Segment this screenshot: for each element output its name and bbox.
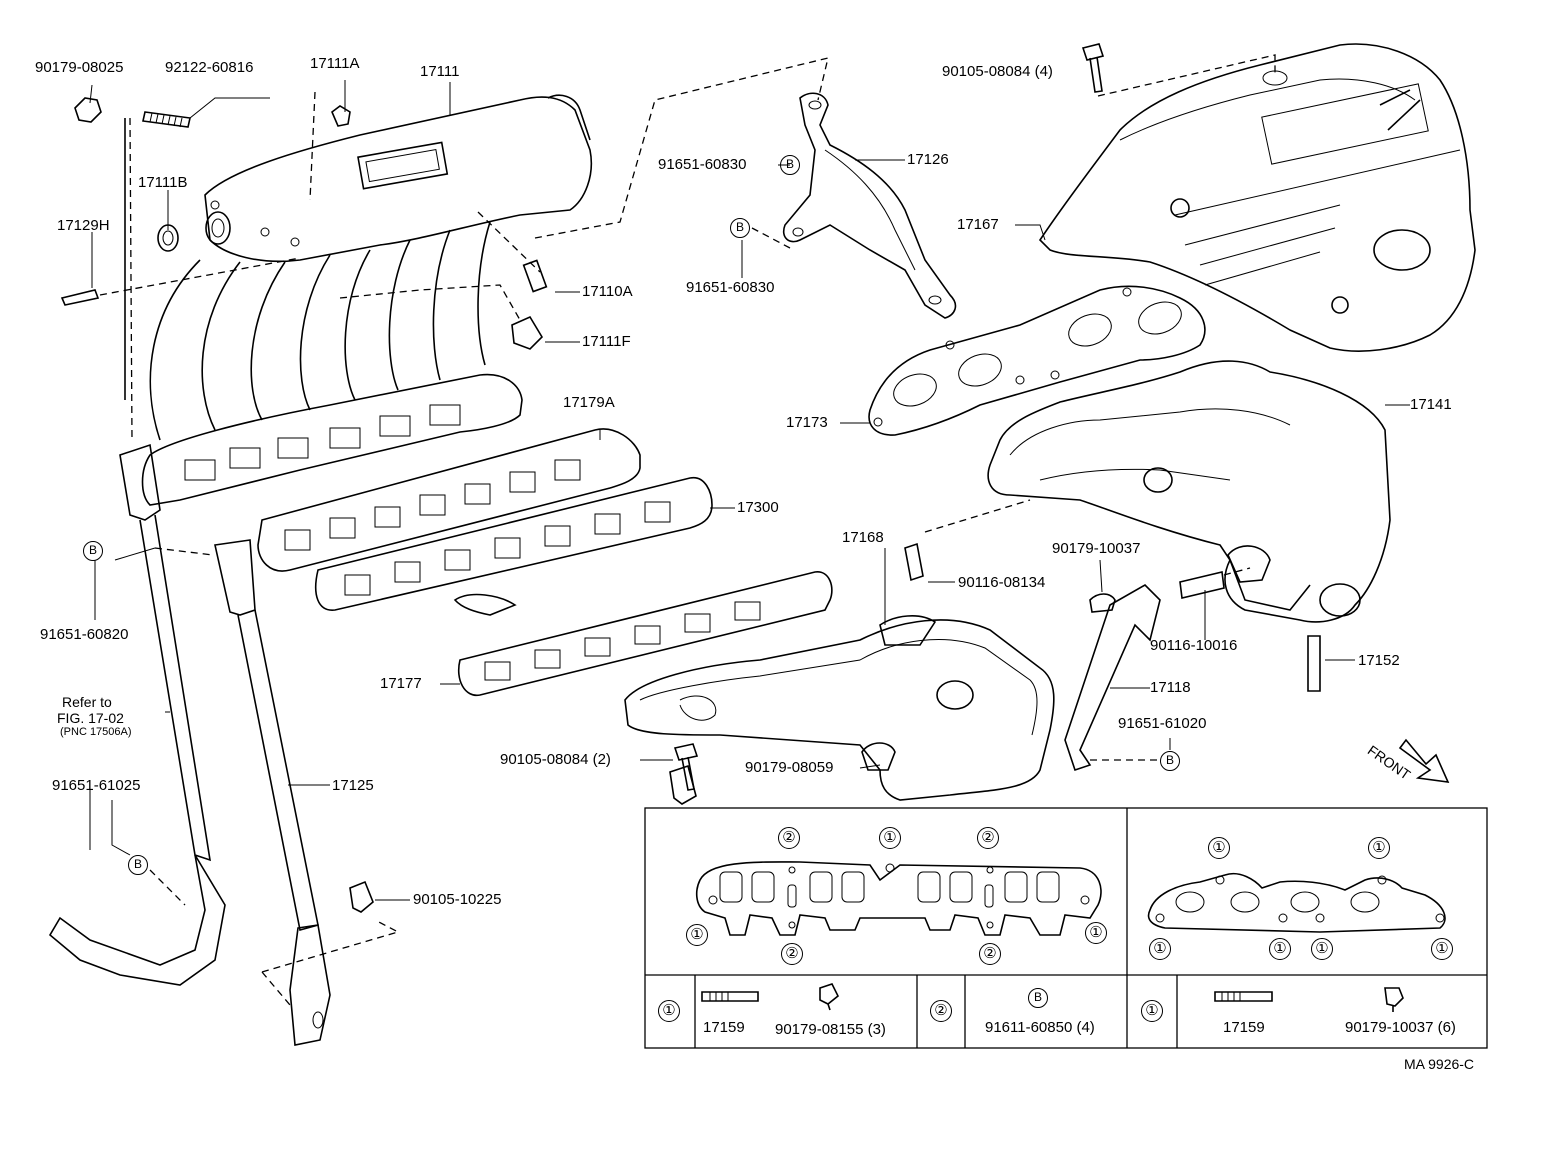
legend-boxes xyxy=(644,807,1488,1049)
manifold-stays-drawing xyxy=(48,443,374,1046)
label-17173: 17173 xyxy=(786,414,828,431)
refer-line-3: (PNC 17506A) xyxy=(60,726,132,738)
marker-1: ① xyxy=(879,827,901,849)
front-arrow xyxy=(1398,738,1450,783)
marker-1: ① xyxy=(1368,837,1390,859)
intake-manifold-drawing xyxy=(141,94,593,506)
marker-1: ① xyxy=(1208,837,1230,859)
label-91651-60830-lower: 91651-60830 xyxy=(686,279,775,296)
heat-insulator-drawing xyxy=(624,542,1321,805)
bolt-marker: B xyxy=(1160,751,1180,771)
label-91651-61025: 91651-61025 xyxy=(52,777,141,794)
label-90105-08084-2: 90105-08084 (2) xyxy=(500,751,611,768)
label-90105-10225: 90105-10225 xyxy=(413,891,502,908)
marker-1: ① xyxy=(1149,938,1171,960)
label-17300: 17300 xyxy=(737,499,779,516)
marker-1: ① xyxy=(1269,938,1291,960)
marker-1: ① xyxy=(1431,938,1453,960)
label-17111F: 17111F xyxy=(582,333,631,350)
label-17177: 17177 xyxy=(380,675,422,692)
label-17125: 17125 xyxy=(332,777,374,794)
refer-line-1: Refer to xyxy=(62,694,112,710)
legend-left-marker-1: ① xyxy=(658,1000,680,1022)
label-17111B: 17111B xyxy=(138,174,188,191)
exhaust-insulator-drawing xyxy=(1038,43,1476,352)
label-17168: 17168 xyxy=(842,529,884,546)
legend-left-item-90179-08155: 90179-08155 (3) xyxy=(775,1021,886,1038)
legend-left-item-17159: 17159 xyxy=(703,1019,745,1036)
marker-2: ② xyxy=(977,827,999,849)
label-17141: 17141 xyxy=(1410,396,1452,413)
legend-right-item-17159: 17159 xyxy=(1223,1019,1265,1036)
legend-left-marker-2: ② xyxy=(930,1000,952,1022)
label-90179-10037: 90179-10037 xyxy=(1052,540,1141,557)
label-17179A: 17179A xyxy=(563,394,615,411)
label-17152: 17152 xyxy=(1358,652,1400,669)
label-92122-60816: 92122-60816 xyxy=(165,59,254,76)
label-90105-08084-4: 90105-08084 (4) xyxy=(942,63,1053,80)
legend-left-bolt-icon: B xyxy=(1028,988,1048,1008)
label-17118: 17118 xyxy=(1150,679,1191,696)
intake-gaskets-drawing xyxy=(257,428,833,696)
marker-1: ① xyxy=(686,924,708,946)
marker-1: ① xyxy=(1311,938,1333,960)
label-90116-08134: 90116-08134 xyxy=(958,574,1046,591)
stay-17126-drawing xyxy=(782,92,957,319)
legend-right-marker-1: ① xyxy=(1141,1000,1163,1022)
label-17111: 17111 xyxy=(420,63,460,80)
label-17167: 17167 xyxy=(957,216,999,233)
legend-left-item-91611-60850: 91611-60850 (4) xyxy=(985,1019,1095,1036)
marker-2: ② xyxy=(781,943,803,965)
legend-right-item-90179-10037: 90179-10037 (6) xyxy=(1345,1019,1456,1036)
figure-code: MA 9926-C xyxy=(1404,1056,1475,1072)
label-90179-08025: 90179-08025 xyxy=(35,59,124,76)
label-17110A: 17110A xyxy=(582,283,633,300)
bolt-marker: B xyxy=(128,855,148,875)
label-90116-10016: 90116-10016 xyxy=(1150,637,1238,654)
marker-2: ② xyxy=(979,943,1001,965)
marker-1: ① xyxy=(1085,922,1107,944)
bolt-marker: B xyxy=(730,218,750,238)
bolt-marker: B xyxy=(780,155,800,175)
label-17111A: 17111A xyxy=(310,55,360,72)
bolt-marker: B xyxy=(83,541,103,561)
marker-2: ② xyxy=(778,827,800,849)
refer-line-2: FIG. 17-02 xyxy=(57,710,124,726)
label-90179-08059: 90179-08059 xyxy=(745,759,834,776)
fasteners-drawing xyxy=(60,43,1105,791)
label-91651-60830-upper: 91651-60830 xyxy=(658,156,747,173)
label-91651-61020: 91651-61020 xyxy=(1118,715,1207,732)
label-91651-60820: 91651-60820 xyxy=(40,626,129,643)
label-17126: 17126 xyxy=(907,151,949,168)
exhaust-manifold-drawing xyxy=(868,285,1391,623)
label-17129H: 17129H xyxy=(57,217,110,234)
